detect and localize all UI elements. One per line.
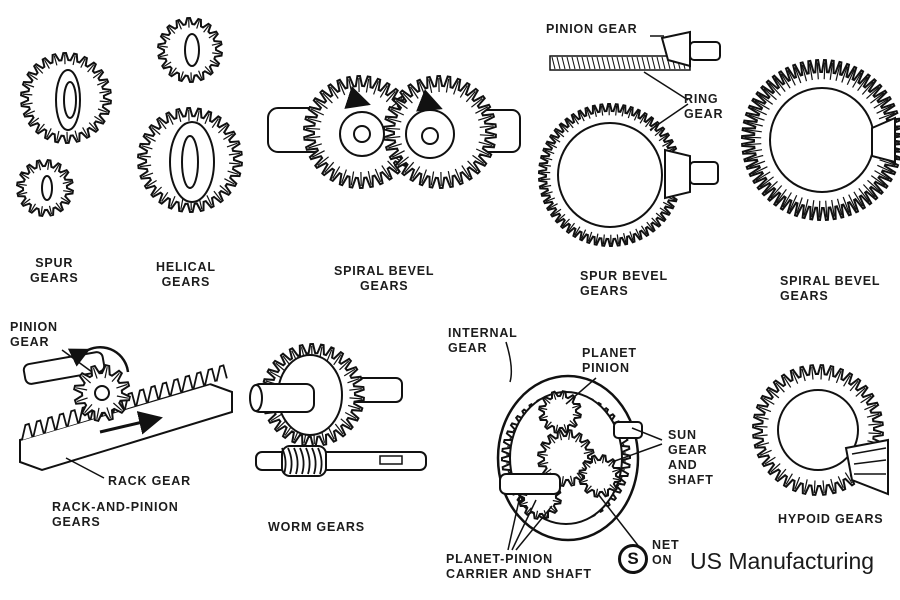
caption-spur-line1: SPUR	[35, 256, 74, 270]
hypoid-gears-drawing	[752, 364, 889, 496]
caption-spiral-bevel: SPIRAL BEVEL GEARS	[334, 264, 434, 294]
label-sun-line1: SUN	[668, 428, 697, 442]
ring-leader-1	[643, 71, 689, 101]
caption-spur-bevel-line2: GEARS	[580, 284, 629, 298]
label-internal-gear: INTERNAL GEAR	[448, 326, 518, 356]
label-planet-partial-line1: NET	[652, 538, 680, 552]
spiral-bevel-ring-drawing	[740, 58, 900, 222]
spiral-bevel-pair-drawing	[267, 74, 521, 190]
caption-rack-pinion-line1: RACK-AND-PINION	[52, 500, 179, 514]
caption-spiral-bevel-ring-line1: SPIRAL BEVEL	[780, 274, 881, 288]
caption-spur-bevel-line1: SPUR BEVEL	[580, 269, 668, 283]
label-pinion-gear-top: PINION GEAR	[546, 22, 638, 36]
label-internal-line2: GEAR	[448, 341, 488, 355]
caption-hypoid: HYPOID GEARS	[778, 512, 884, 526]
label-sun-line2: GEAR	[668, 443, 708, 457]
label-pinion-gear-rack: PINION GEAR	[10, 320, 58, 350]
brand-watermark: US Manufacturing	[690, 548, 875, 574]
planetary-gears-drawing	[496, 341, 663, 551]
label-sun-line4: SHAFT	[668, 473, 714, 487]
caption-rack-pinion-line2: GEARS	[52, 515, 101, 529]
label-planet-partial: NET ON	[652, 538, 679, 568]
caption-worm: WORM GEARS	[268, 520, 365, 534]
rack-and-pinion-drawing	[19, 345, 233, 479]
label-planet-line1: PLANET	[582, 346, 637, 360]
label-ring-gear: RING GEAR	[684, 92, 723, 122]
caption-spiral-bevel-line1: SPIRAL BEVEL	[334, 264, 435, 278]
ring-leader-2	[649, 103, 689, 131]
caption-spiral-bevel-line2: GEARS	[359, 279, 409, 293]
label-pinion-line2: GEAR	[10, 335, 50, 349]
caption-helical-line1: HELICAL	[156, 260, 216, 274]
label-carrier-line2: CARRIER AND SHAFT	[446, 567, 592, 581]
label-ring-line2: GEAR	[684, 107, 724, 121]
caption-spur-line2: GEARS	[30, 271, 79, 285]
label-pinion-line1: PINION	[10, 320, 58, 334]
caption-spiral-bevel-ring-line2: GEARS	[780, 289, 829, 303]
label-planet-line2: PINION	[582, 361, 630, 375]
caption-spur-bevel: SPUR BEVEL GEARS	[580, 269, 668, 299]
caption-helical-line2: GEARS	[161, 275, 211, 289]
label-planet-pinion: PLANET PINION	[582, 346, 637, 376]
label-rack-gear: RACK GEAR	[108, 474, 191, 488]
label-ring-line1: RING	[684, 92, 719, 106]
caption-spur: SPUR GEARS	[30, 256, 78, 286]
worm-gears-drawing	[249, 342, 427, 477]
spur-gears-drawing	[16, 51, 112, 217]
caption-rack-pinion: RACK-AND-PINION GEARS	[52, 500, 179, 530]
label-planet-carrier: PLANET-PINION CARRIER AND SHAFT	[446, 552, 592, 582]
caption-spiral-bevel-ring: SPIRAL BEVEL GEARS	[780, 274, 880, 304]
label-carrier-line1: PLANET-PINION	[446, 552, 553, 566]
label-sun-gear: SUN GEAR AND SHAFT	[668, 428, 714, 488]
label-sun-line3: AND	[668, 458, 698, 472]
spur-bevel-drawing	[537, 30, 721, 247]
label-internal-line1: INTERNAL	[448, 326, 518, 340]
label-planet-partial-line2: ON	[652, 553, 673, 567]
helical-gears-drawing	[137, 16, 243, 214]
brand-logo-icon: S	[618, 544, 648, 574]
caption-helical: HELICAL GEARS	[156, 260, 216, 290]
